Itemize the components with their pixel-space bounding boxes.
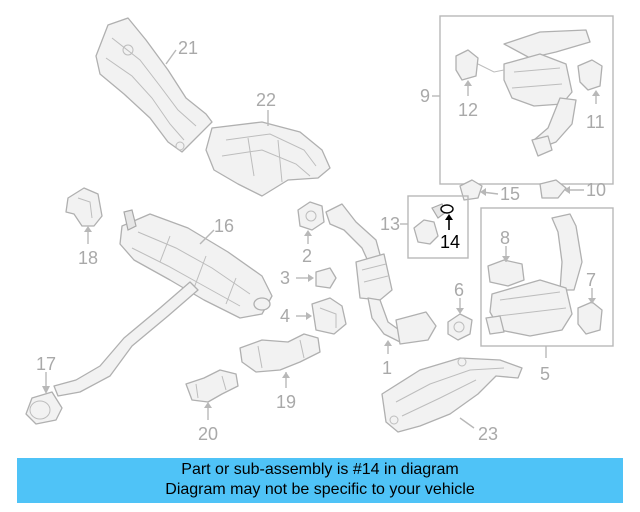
callout-16: 16 — [199, 216, 234, 245]
part-11-hanger[interactable] — [577, 59, 603, 91]
callout-17-label: 17 — [36, 354, 56, 374]
callout-10-label: 10 — [586, 180, 606, 200]
callout-4-label: 4 — [280, 306, 290, 326]
callout-12: 12 — [458, 80, 478, 120]
banner-line-2: Diagram may not be specific to your vehi… — [165, 481, 475, 498]
callout-5: 5 — [540, 346, 550, 384]
callout-20-label: 20 — [198, 424, 218, 444]
callout-14: 14 — [440, 214, 460, 252]
callout-16-label: 16 — [214, 216, 234, 236]
part-6-gasket[interactable] — [447, 313, 473, 341]
callout-1-label: 1 — [382, 358, 392, 378]
part-2-gasket[interactable] — [297, 201, 325, 231]
callout-13: 13 — [380, 214, 408, 234]
callout-5-label: 5 — [540, 364, 550, 384]
part-21-heat-shield[interactable] — [95, 17, 213, 153]
part-10-gasket[interactable] — [539, 179, 567, 199]
callout-14-label: 14 — [440, 232, 460, 252]
part-18-bracket[interactable] — [65, 187, 103, 227]
part-4-bracket[interactable] — [311, 297, 347, 335]
part-22-heat-shield[interactable] — [205, 121, 331, 197]
callout-17: 17 — [36, 354, 56, 394]
callout-15: 15 — [480, 184, 520, 204]
part-13-sensor-assembly[interactable] — [413, 203, 447, 245]
callout-19-label: 19 — [276, 392, 296, 412]
part-13-assembly-frame — [407, 195, 469, 259]
callout-13-label: 13 — [380, 214, 400, 234]
part-1-front-pipe[interactable] — [325, 203, 437, 345]
callout-7-label: 7 — [586, 270, 596, 290]
callout-18-label: 18 — [78, 248, 98, 268]
part-15-gasket[interactable] — [459, 179, 483, 201]
part-19-hose[interactable] — [239, 333, 321, 373]
callout-23-label: 23 — [478, 424, 498, 444]
callout-2: 2 — [302, 230, 312, 266]
part-7-hanger[interactable] — [577, 301, 603, 335]
callout-12-label: 12 — [458, 100, 478, 120]
part-9-assembly-frame — [439, 15, 614, 185]
callout-3-label: 3 — [280, 268, 290, 288]
part-3-rubber-mount[interactable] — [315, 267, 337, 289]
callout-8-label: 8 — [500, 228, 510, 248]
callout-1: 1 — [382, 340, 392, 378]
part-16-muffler[interactable] — [119, 209, 273, 319]
part-17-tail-pipe[interactable] — [25, 281, 199, 425]
banner-line-1: Part or sub-assembly is #14 in diagram — [181, 461, 459, 478]
callout-9-label: 9 — [420, 86, 430, 106]
callout-11-label: 11 — [586, 112, 605, 132]
callout-3: 3 — [280, 268, 314, 288]
part-12-hanger[interactable] — [455, 49, 505, 81]
callout-10: 10 — [564, 180, 606, 200]
callout-4: 4 — [280, 306, 312, 326]
part-9-rear-muffler-assembly[interactable] — [503, 29, 591, 157]
callout-20: 20 — [198, 402, 218, 444]
part-20-clamp[interactable] — [185, 369, 239, 403]
info-banner: Part or sub-assembly is #14 in diagram D… — [17, 458, 623, 503]
callout-8: 8 — [500, 228, 510, 262]
callout-22: 22 — [256, 90, 276, 126]
callout-7: 7 — [586, 270, 596, 304]
part-5-assembly-frame — [480, 207, 614, 347]
callout-6-label: 6 — [454, 280, 464, 300]
part-23-heat-shield[interactable] — [381, 357, 523, 433]
callout-6: 6 — [454, 280, 464, 314]
callout-19: 19 — [276, 372, 296, 412]
callout-2-label: 2 — [302, 246, 312, 266]
callout-23: 23 — [459, 417, 498, 444]
part-5-center-muffler-assembly[interactable] — [485, 213, 583, 337]
part-14-gasket[interactable] — [440, 204, 454, 214]
callout-9: 9 — [420, 86, 440, 106]
callout-18: 18 — [78, 226, 98, 268]
callout-11: 11 — [586, 90, 605, 132]
part-8-hanger[interactable] — [487, 259, 525, 287]
callout-21: 21 — [165, 38, 198, 65]
callout-15-label: 15 — [500, 184, 520, 204]
callout-22-label: 22 — [256, 90, 276, 110]
callout-21-label: 21 — [178, 38, 198, 58]
